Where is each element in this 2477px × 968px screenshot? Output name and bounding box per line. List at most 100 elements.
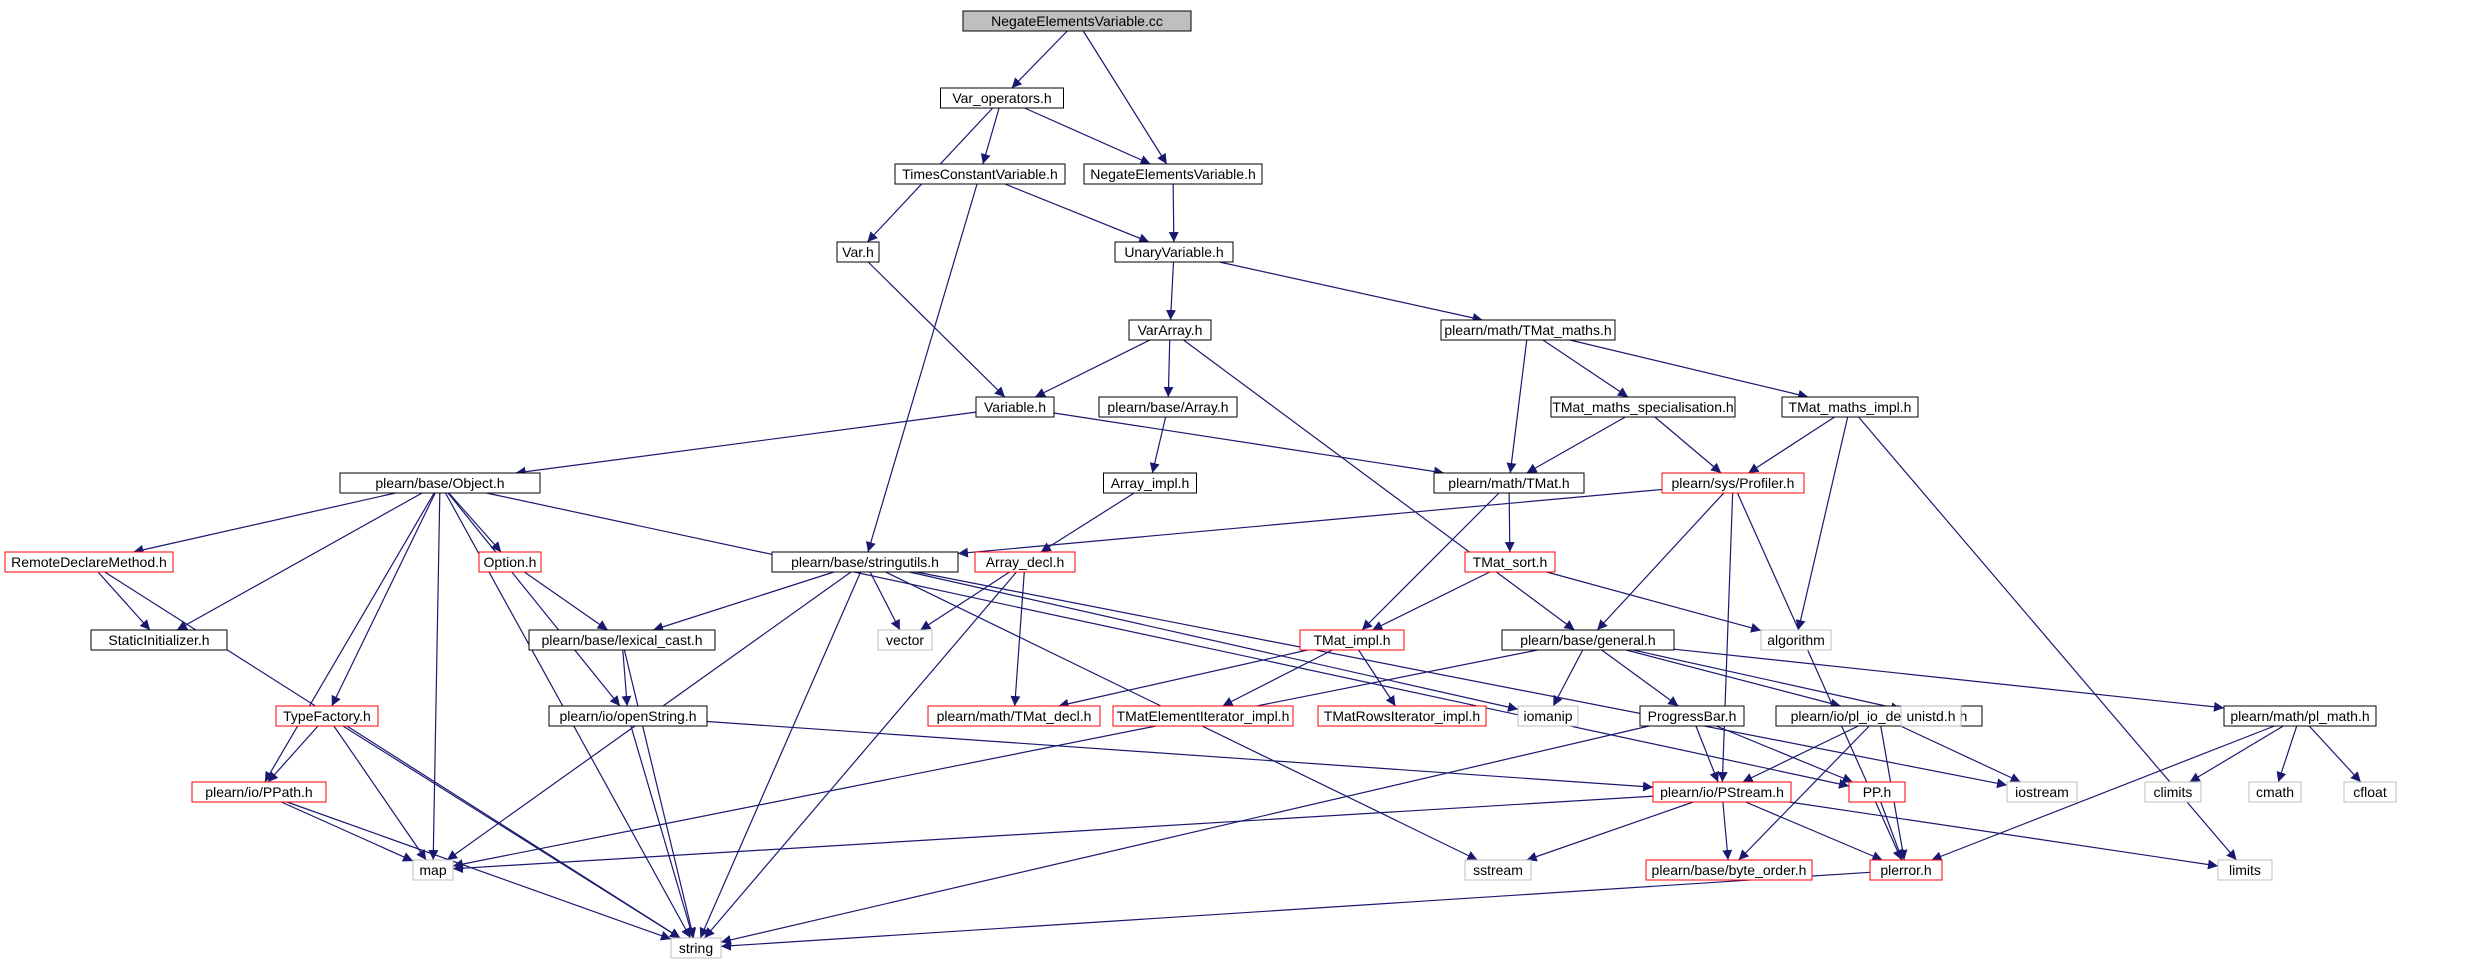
edge-stringutils-to-lexical	[652, 571, 835, 632]
node-tmatimplh[interactable]: TMat_impl.h	[1299, 629, 1405, 651]
node-tmatelem[interactable]: TMatElementIterator_impl.h	[1112, 705, 1294, 727]
edge-plmath-to-climits	[2189, 725, 2284, 783]
node-general[interactable]: plearn/base/general.h	[1501, 629, 1675, 651]
node-string: string	[670, 937, 722, 959]
node-openstring[interactable]: plearn/io/openString.h	[548, 705, 708, 727]
node-lexical[interactable]: plearn/base/lexical_cast.h	[528, 629, 716, 651]
node-label: plearn/base/lexical_cast.h	[541, 632, 702, 648]
node-tmatspec[interactable]: TMat_maths_specialisation.h	[1550, 396, 1736, 418]
node-plerror[interactable]: plerror.h	[1869, 859, 1943, 881]
edge-plmath-to-plerror	[1931, 725, 2275, 862]
edge-ppath-to-map	[281, 801, 414, 862]
node-label: unistd.h	[1906, 708, 1955, 724]
edge-negh-to-unary	[1168, 183, 1179, 243]
edge-tmath-to-tmatimplh	[1361, 492, 1500, 631]
node-box	[1464, 551, 1556, 573]
node-box	[1517, 705, 1579, 727]
node-ppath[interactable]: plearn/io/PPath.h	[191, 781, 327, 803]
node-staticinit[interactable]: StaticInitializer.h	[90, 629, 228, 651]
node-label: climits	[2154, 784, 2193, 800]
node-arrayimpl[interactable]: Array_impl.h	[1103, 472, 1197, 494]
node-progress[interactable]: ProgressBar.h	[1639, 705, 1745, 727]
edge-unary-to-vararray	[1166, 261, 1177, 321]
edge-remote-to-staticinit	[97, 571, 151, 631]
node-box	[2343, 781, 2397, 803]
edge-plmath-to-cmath	[2276, 725, 2298, 783]
node-box	[1869, 859, 1943, 881]
node-root[interactable]: NegateElementsVariable.cc	[962, 10, 1192, 32]
edge-tmatimplh-to-tmatdecl	[1058, 649, 1308, 709]
node-typefactory[interactable]: TypeFactory.h	[275, 705, 379, 727]
node-label: plearn/io/PPath.h	[205, 784, 312, 800]
edge-stringutils-to-iomanip	[909, 571, 1519, 712]
node-unistd: unistd.h	[1900, 705, 1962, 727]
edge-tmatmaths-to-tmatimpl	[1569, 339, 1809, 400]
edge-tmatspec-to-tmath	[1526, 416, 1626, 474]
node-box	[974, 551, 1076, 573]
node-profiler[interactable]: plearn/sys/Profiler.h	[1661, 472, 1805, 494]
node-label: PP.h	[1863, 784, 1892, 800]
edge-plerror-to-string	[720, 871, 1871, 951]
node-option[interactable]: Option.h	[478, 551, 542, 573]
node-iomanip: iomanip	[1517, 705, 1579, 727]
node-label: Variable.h	[984, 399, 1046, 415]
node-pph[interactable]: PP.h	[1848, 781, 1906, 803]
node-label: iomanip	[1523, 708, 1572, 724]
node-timesconst[interactable]: TimesConstantVariable.h	[894, 163, 1066, 185]
node-box	[412, 859, 454, 881]
edge-tmatsort-to-tmatimplh	[1371, 571, 1491, 631]
node-box	[1501, 629, 1675, 651]
edge-root-to-varops	[1011, 30, 1068, 89]
node-box	[2217, 859, 2273, 881]
edge-arraydecl-to-vector	[920, 571, 1010, 631]
node-box	[90, 629, 228, 651]
edge-pliodep-to-pstream	[1742, 725, 1859, 783]
node-label: plearn/base/stringutils.h	[791, 554, 939, 570]
node-box	[771, 551, 959, 573]
node-label: Var.h	[842, 244, 874, 260]
node-label: string	[679, 940, 713, 956]
node-tmatrows[interactable]: TMatRowsIterator_impl.h	[1317, 705, 1487, 727]
node-box	[1317, 705, 1487, 727]
node-stringutils[interactable]: plearn/base/stringutils.h	[771, 551, 959, 573]
node-remote[interactable]: RemoteDeclareMethod.h	[4, 551, 174, 573]
edge-arraydecl-to-tmatdecl	[1010, 571, 1025, 707]
node-cfloat: cfloat	[2343, 781, 2397, 803]
node-varh[interactable]: Var.h	[836, 241, 880, 263]
node-object[interactable]: plearn/base/Object.h	[339, 472, 541, 494]
node-label: map	[419, 862, 446, 878]
node-arraydecl[interactable]: Array_decl.h	[974, 551, 1076, 573]
node-unary[interactable]: UnaryVariable.h	[1114, 241, 1234, 263]
node-vararray[interactable]: VarArray.h	[1128, 319, 1212, 341]
edge-vararray-to-variable	[1034, 339, 1151, 398]
node-plmath[interactable]: plearn/math/pl_math.h	[2223, 705, 2377, 727]
node-tmatimpl[interactable]: TMat_maths_impl.h	[1781, 396, 1919, 418]
node-box	[1112, 705, 1294, 727]
node-tmatdecl[interactable]: plearn/math/TMat_decl.h	[927, 705, 1101, 727]
node-basearray[interactable]: plearn/base/Array.h	[1098, 396, 1238, 418]
node-box	[894, 163, 1066, 185]
edge-tmatspec-to-profiler	[1654, 416, 1722, 474]
edge-pliodep-to-byteorder	[1738, 725, 1870, 861]
node-climits: climits	[2144, 781, 2202, 803]
edge-unary-to-tmatmaths	[1219, 261, 1483, 323]
edge-object-to-ppath	[264, 492, 435, 783]
node-vector: vector	[877, 629, 933, 651]
node-negh[interactable]: NegateElementsVariable.h	[1083, 163, 1263, 185]
node-pstream[interactable]: plearn/io/PStream.h	[1652, 781, 1792, 803]
edge-stringutils-to-vector	[869, 571, 901, 631]
node-tmath[interactable]: plearn/math/TMat.h	[1433, 472, 1585, 494]
node-byteorder[interactable]: plearn/base/byte_order.h	[1645, 859, 1813, 881]
node-cmath: cmath	[2248, 781, 2302, 803]
edge-tmatimpl-to-profiler	[1748, 416, 1835, 474]
node-label: RemoteDeclareMethod.h	[11, 554, 167, 570]
node-variable[interactable]: Variable.h	[975, 396, 1055, 418]
node-box	[478, 551, 542, 573]
edge-general-to-plmath	[1673, 648, 2225, 712]
node-varops[interactable]: Var_operators.h	[940, 87, 1064, 109]
node-tmatmaths[interactable]: plearn/math/TMat_maths.h	[1440, 319, 1616, 341]
edge-general-to-iomanip	[1552, 649, 1584, 707]
node-box	[339, 472, 541, 494]
edge-object-to-openstring	[447, 492, 621, 707]
node-tmatsort[interactable]: TMat_sort.h	[1464, 551, 1556, 573]
